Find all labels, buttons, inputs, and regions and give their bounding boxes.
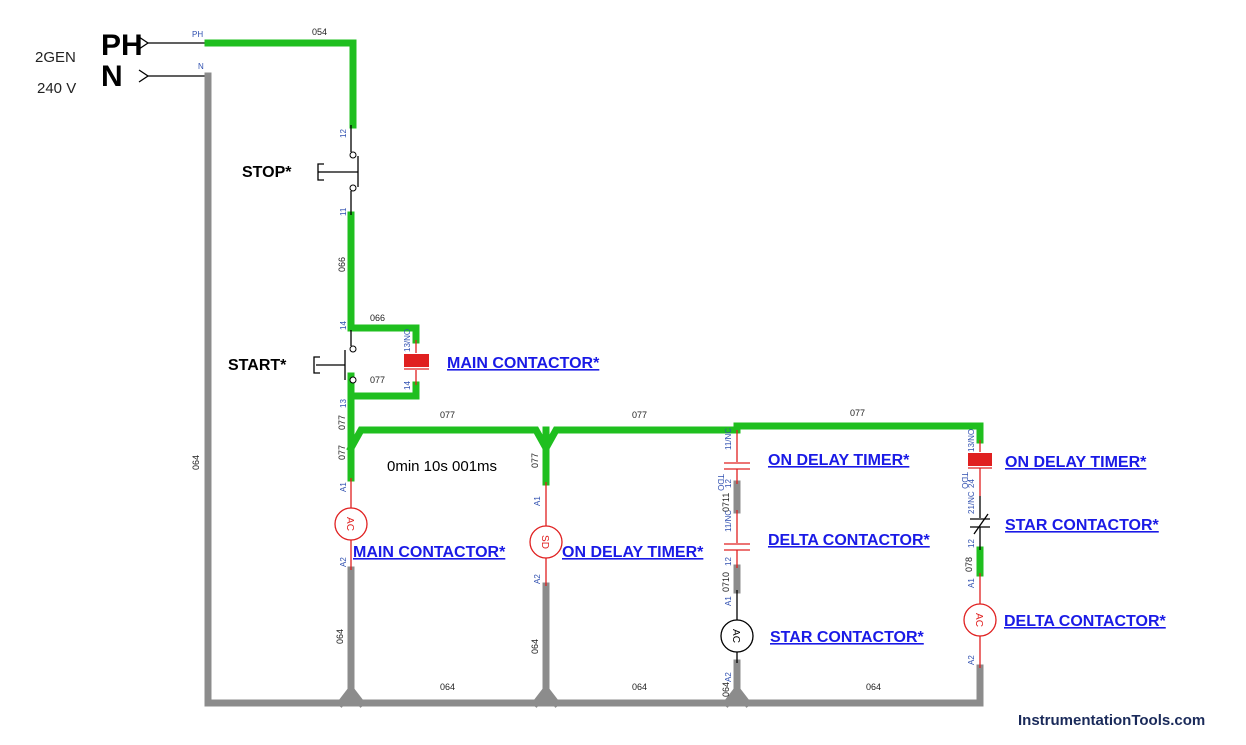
- wire-054: 054: [312, 27, 327, 37]
- phase-tag: PH: [192, 30, 203, 39]
- timer-coil-a1: A1: [533, 496, 542, 506]
- timer-nc-terminal: 11/NC: [724, 428, 733, 450]
- energized-wiring: [204, 39, 984, 577]
- aux-terminal-13no: 13/NO: [403, 329, 412, 352]
- timer-nc-tag: TDO: [716, 474, 725, 491]
- timer-readout: 0min 10s 001ms: [387, 458, 497, 475]
- timer-coil-text: SD: [539, 535, 550, 549]
- brand-watermark: InstrumentationTools.com: [1018, 712, 1205, 729]
- wire-077-h2: 077: [632, 410, 647, 420]
- aux-terminal-14: 14: [403, 381, 412, 390]
- start-terminal-13: 13: [339, 399, 348, 408]
- link-delta-contactor-nc[interactable]: DELTA CONTACTOR*: [768, 532, 931, 549]
- star-coil-a2: A2: [724, 672, 733, 682]
- star-coil-text: AC: [730, 629, 741, 643]
- stop-label: STOP*: [242, 164, 292, 181]
- link-on-delay-timer-coil[interactable]: ON DELAY TIMER*: [562, 544, 704, 561]
- timer-no-contact: [968, 440, 992, 496]
- star-coil-a1: A1: [724, 596, 733, 606]
- wire-0710: 0710: [721, 572, 731, 592]
- wire-077-start: 077: [370, 375, 385, 385]
- link-main-contactor-aux[interactable]: MAIN CONTACTOR*: [447, 355, 600, 372]
- wire-077-v3: 077: [530, 453, 540, 468]
- wire-0711: 0711: [721, 493, 731, 512]
- main-coil-a1: A1: [339, 482, 348, 492]
- wire-078: 078: [964, 557, 974, 572]
- main-coil-text: AC: [344, 517, 355, 531]
- wire-066-vert: 066: [337, 257, 347, 272]
- delta-nc-contact: [724, 510, 750, 568]
- link-on-delay-timer-nc[interactable]: ON DELAY TIMER*: [768, 452, 910, 469]
- phase-label: PH: [101, 29, 143, 62]
- link-on-delay-timer-no[interactable]: ON DELAY TIMER*: [1005, 454, 1147, 471]
- wire-064-left: 064: [191, 455, 201, 470]
- source-voltage: 240 V: [37, 80, 76, 97]
- star-nc-terminal-22: 12: [967, 539, 976, 548]
- stop-terminal-11: 11: [339, 207, 348, 216]
- wire-077-h1: 077: [440, 410, 455, 420]
- main-contactor-aux-contact: [404, 340, 429, 385]
- delta-coil-text: AC: [973, 613, 984, 627]
- on-delay-timer-coil: [529, 482, 563, 586]
- wire-066-top: 066: [370, 313, 385, 323]
- delta-coil-a2: A2: [967, 655, 976, 665]
- main-coil-a2: A2: [339, 557, 348, 567]
- neutral-label: N: [101, 60, 123, 93]
- main-contactor-coil: [334, 478, 368, 570]
- star-nc-contact: [970, 496, 990, 550]
- timer-no-tag: TDO: [960, 472, 969, 489]
- stop-button[interactable]: [317, 125, 359, 215]
- wire-064-h3: 064: [866, 682, 881, 692]
- timer-nc-contact: [724, 430, 750, 484]
- timer-coil-a2: A2: [533, 574, 542, 584]
- stop-terminal-12: 12: [339, 129, 348, 138]
- star-contactor-coil: [720, 590, 754, 663]
- timer-no-terminal: 13/NO: [967, 429, 976, 452]
- wire-064-v1: 064: [335, 629, 345, 644]
- start-terminal-14: 14: [339, 321, 348, 330]
- wire-077-h3: 077: [850, 408, 865, 418]
- wire-064-v2: 064: [530, 639, 540, 654]
- start-button[interactable]: [313, 330, 357, 384]
- link-star-contactor-coil[interactable]: STAR CONTACTOR*: [770, 629, 925, 646]
- delta-nc-terminal: 11/NC: [724, 510, 733, 532]
- delta-coil-a1: A1: [967, 578, 976, 588]
- link-star-contactor-nc[interactable]: STAR CONTACTOR*: [1005, 517, 1160, 534]
- start-label: START*: [228, 357, 287, 374]
- link-delta-contactor-coil[interactable]: DELTA CONTACTOR*: [1004, 613, 1167, 630]
- neutral-rail: [204, 72, 984, 708]
- neutral-arrow-icon: [138, 69, 150, 83]
- link-main-contactor-coil[interactable]: MAIN CONTACTOR*: [353, 544, 506, 561]
- delta-nc-terminal-12: 12: [724, 557, 733, 566]
- timer-no-terminal-24: 24: [967, 479, 976, 488]
- star-nc-terminal: 21/NC: [967, 491, 976, 514]
- delta-contactor-coil: [963, 573, 997, 668]
- wire-064-h1: 064: [440, 682, 455, 692]
- wire-077-v1: 077: [337, 415, 347, 430]
- source-name: 2GEN: [35, 49, 76, 66]
- wire-064-h2: 064: [632, 682, 647, 692]
- wire-077-v2: 077: [337, 445, 347, 460]
- timer-nc-terminal-12: 12: [724, 479, 733, 488]
- neutral-tag: N: [198, 62, 204, 71]
- wire-064-v3: 064: [721, 682, 731, 697]
